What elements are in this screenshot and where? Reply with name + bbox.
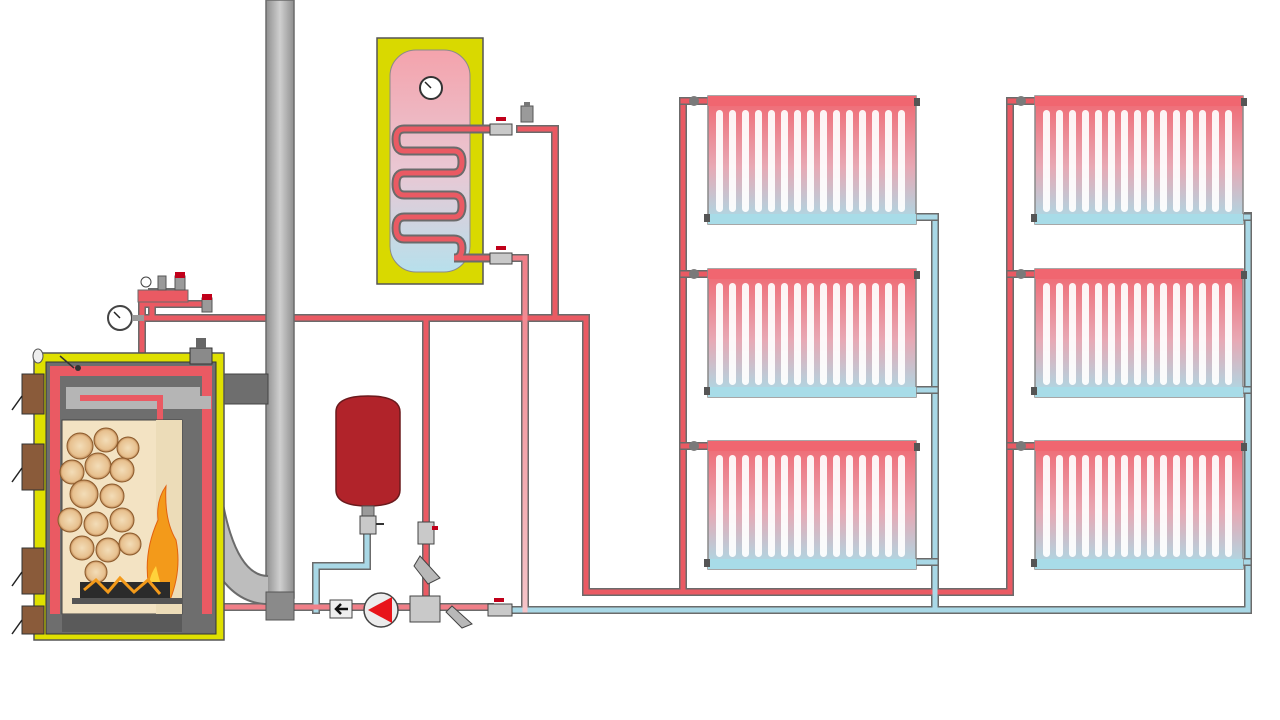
safety-group-icon [107, 272, 213, 331]
radiator-icon [703, 95, 921, 225]
strainer-icon [413, 555, 441, 585]
radiator-array [703, 95, 1248, 570]
radiator-icon [1030, 268, 1248, 398]
radiator-icon [1030, 95, 1248, 225]
expansion-tank-icon [335, 395, 401, 535]
boiler-tank-icon [376, 37, 534, 285]
solid-fuel-boiler-icon [11, 338, 225, 641]
radiator-icon [703, 268, 921, 398]
radiator-icon [703, 440, 921, 570]
radiator-icon [1030, 440, 1248, 570]
pump-group [329, 521, 513, 629]
small-gauge-icon [140, 276, 152, 288]
firewood-logs [57, 427, 142, 584]
